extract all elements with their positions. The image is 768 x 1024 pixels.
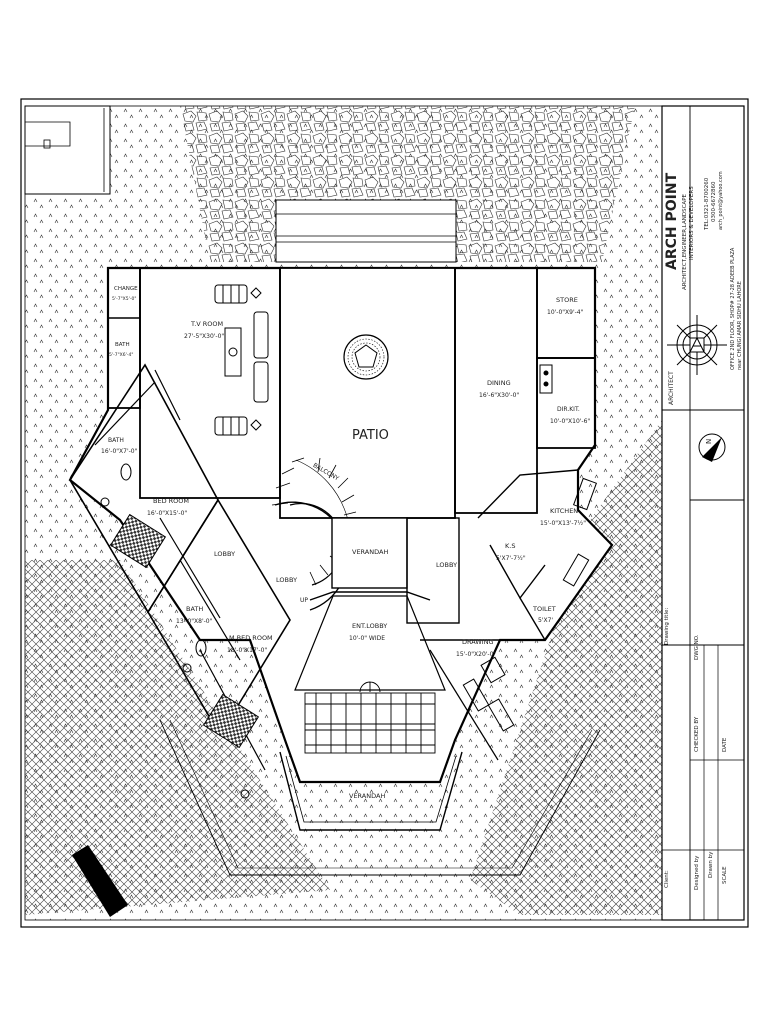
room-name: PATIO — [352, 428, 389, 443]
patio-fountain — [343, 334, 389, 380]
title-block: ARCH POINT ARCHITECT,ENGINEER,LANDSCAPE … — [661, 105, 745, 921]
room-size: 13'-0"X8'-0" — [176, 618, 213, 625]
room-name: LOBBY — [436, 561, 457, 569]
room-name: ENT.LOBBY — [352, 622, 387, 630]
room-name: T.V ROOM — [190, 320, 223, 328]
scale-label: SCALE — [722, 866, 728, 884]
room-size: 5'X7'-7½" — [496, 555, 526, 562]
room-name: DINING — [487, 379, 511, 387]
room-name: LOBBY — [276, 576, 297, 584]
room-name: VERANDAH — [352, 548, 388, 556]
room-size: 16'-0"X7'-0" — [101, 448, 138, 455]
room-name: DIR.KIT. — [557, 406, 580, 413]
room-size: 16'-6"X30'-0" — [479, 392, 519, 399]
bedroom-wing — [69, 363, 291, 799]
designed-by-label: Designed by — [694, 855, 700, 890]
room-size: 18'-0"X17'-0" — [227, 647, 267, 654]
drawing-title-label: Drawing title: — [664, 608, 670, 645]
room-name: KITCHEN — [550, 507, 578, 515]
room-name: BATH — [115, 342, 130, 348]
firm-tagline: ARCHITECT,ENGINEER,LANDSCAPE — [682, 193, 688, 290]
room-size: 10'-0"X9'-4" — [547, 309, 584, 316]
kitchen-wing — [420, 364, 598, 761]
room-name: M.BED ROOM — [229, 634, 273, 642]
room-size: 15'-0"X13'-7½" — [540, 520, 586, 527]
drawn-by-label: Drawn by — [708, 851, 714, 878]
room-size: 16'-0"X15'-0" — [147, 510, 187, 517]
room-name: BED ROOM — [153, 497, 189, 505]
boundary-structure — [24, 105, 111, 195]
pergola-bottom — [279, 681, 463, 831]
room-name: TOILET — [532, 605, 556, 613]
room-name: DRAWING — [462, 638, 494, 646]
room-name: BATH — [108, 437, 124, 444]
firm-name: ARCH POINT — [664, 172, 680, 270]
room-name: LOBBY — [214, 550, 235, 558]
pergola-top — [275, 199, 457, 263]
firm-email: arch_point@yahoo.com — [718, 171, 724, 230]
tv-room-furniture — [214, 284, 269, 436]
room-name: K.S — [505, 542, 515, 550]
architect-label: ARCHITECT — [668, 371, 675, 405]
firm-tel-2: 0300-6672860 — [711, 181, 717, 222]
room-size: 5'-7"X6'-4" — [109, 352, 133, 358]
svg-text:N: N — [705, 439, 713, 444]
firm-address: OFFICE 2ND FLOOR, SHOP# 27-28 ADEEB PLAZ… — [730, 247, 736, 370]
client-label: Client: — [664, 870, 670, 888]
room-size: 15'-0"X20'-0" — [456, 651, 496, 658]
room-name: STORE — [556, 296, 578, 304]
room-size: 5'-7"X5'-0" — [112, 296, 136, 302]
firm-address-2: near CHUNGI AMAR SIDHU LAHORE — [737, 281, 743, 370]
room-name: BATH — [186, 605, 203, 613]
compass-logo — [667, 315, 727, 375]
firm-tel: TEL:0321-8700260 — [704, 177, 710, 231]
room-size: 27'-5"X30'-0" — [184, 333, 224, 340]
room-size: 10'-0"X10'-6" — [550, 418, 590, 425]
room-name: UP — [300, 597, 308, 604]
date-label: DATE — [722, 737, 728, 752]
room-name: VERANDAH — [349, 792, 385, 800]
checked-by-label: CHECKED BY — [694, 716, 700, 752]
north-arrow-icon: N — [698, 433, 726, 462]
room-size: 10'-0" WIDE — [349, 635, 385, 642]
room-name: CHANGE — [114, 286, 138, 292]
room-labels: CHANGE 5'-7"X5'-0" BATH 5'-7"X6'-4" T.V … — [101, 286, 590, 800]
dwg-no-label: DWG NO. — [694, 634, 700, 660]
room-size: 5'X7' — [538, 617, 553, 624]
firm-tagline-2: INTERIORS & DEVELOPERS — [689, 186, 695, 260]
